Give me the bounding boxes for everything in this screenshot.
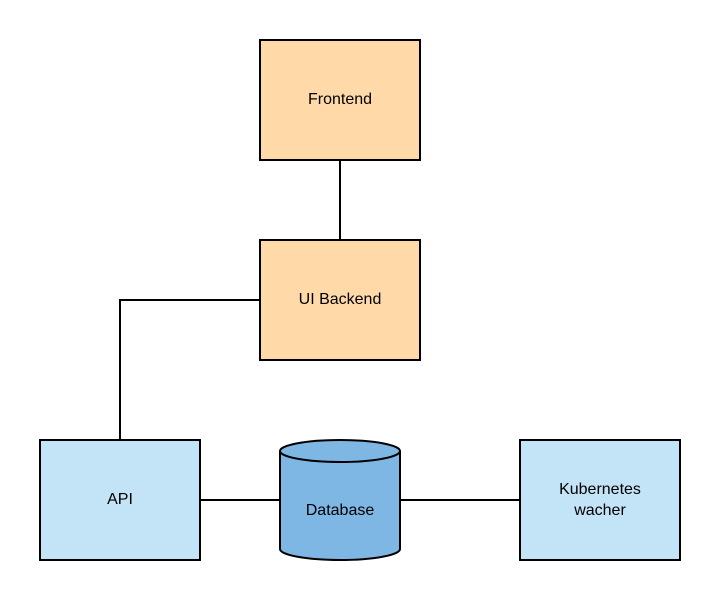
kubernetes-watcher-box: [519, 439, 681, 561]
frontend-label: Frontend: [308, 91, 372, 108]
node-kubernetes-watcher: Kubernetes wacher: [519, 439, 681, 561]
ui-backend-label: UI Backend: [299, 291, 382, 308]
api-box: [39, 439, 201, 561]
kubernetes-watcher-label-line1: Kubernetes: [559, 481, 641, 498]
node-frontend: Frontend: [259, 39, 421, 161]
node-api: API: [39, 439, 201, 561]
api-label: API: [107, 491, 133, 508]
database-cylinder-top: [279, 439, 401, 463]
database-label: Database: [306, 502, 375, 519]
kubernetes-watcher-label-line2: wacher: [573, 502, 626, 519]
database-cylinder-body: [279, 451, 401, 561]
frontend-box: [259, 39, 421, 161]
edge-ui-backend-api: [119, 299, 260, 440]
node-ui-backend: UI Backend: [259, 239, 421, 361]
node-database: Database: [279, 439, 401, 561]
ui-backend-box: [259, 239, 421, 361]
